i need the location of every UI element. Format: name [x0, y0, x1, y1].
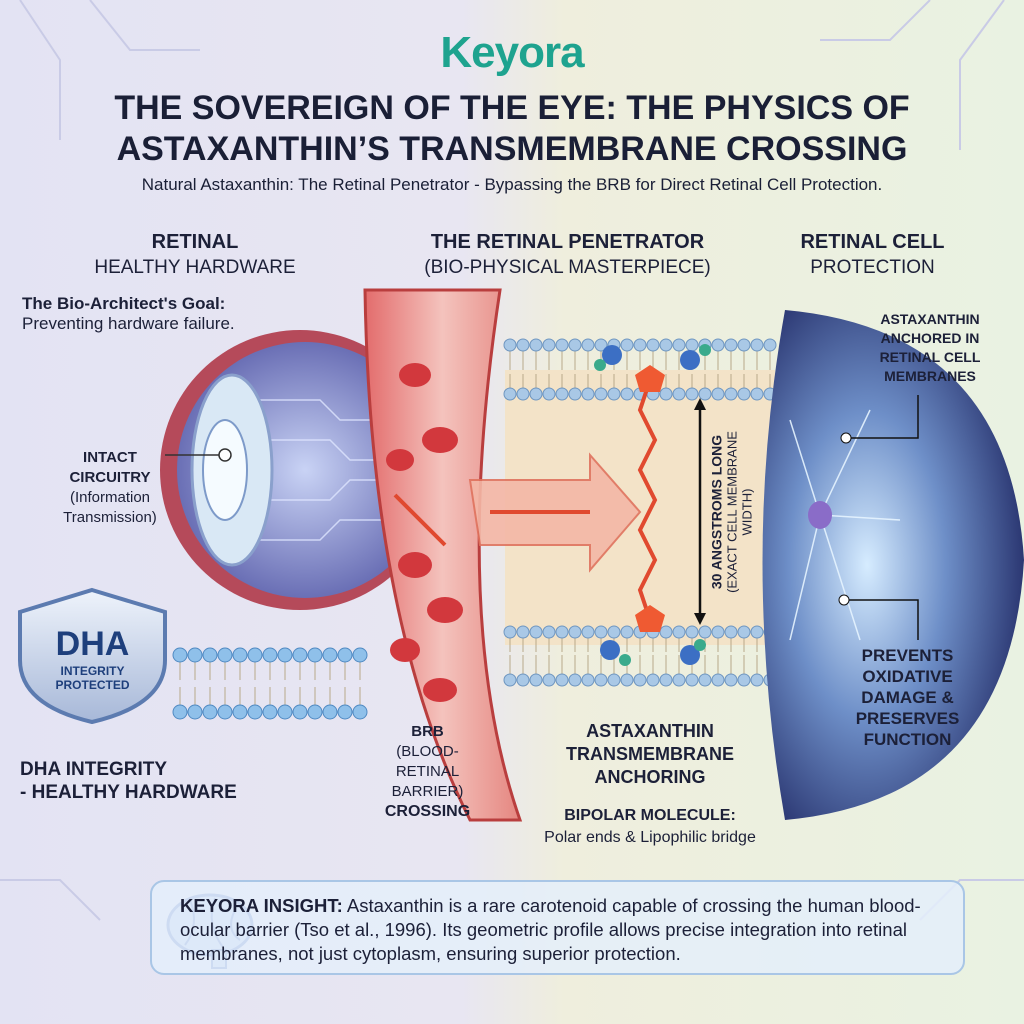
insight-label: KEYORA INSIGHT:	[180, 895, 343, 916]
keyora-logo: Keyora	[440, 28, 584, 77]
red-blood-cells	[386, 363, 463, 702]
dha-membrane-bilayer	[172, 647, 368, 720]
anchoring-label: ASTAXANTHIN TRANSMEMBRANE ANCHORING	[540, 720, 760, 789]
circuitry-title: INTACT CIRCUITRY	[69, 449, 151, 486]
prevents-line1: PREVENTS	[861, 646, 954, 665]
blood-vessel	[363, 288, 523, 822]
prevents-line5: FUNCTION	[863, 730, 952, 749]
bipolar-label: BIPOLAR MOLECULE: Polar ends & Lipophilic…	[520, 805, 780, 849]
brb-crossing: CROSSING	[384, 803, 471, 820]
dha-label-line1: DHA INTEGRITY	[20, 759, 168, 780]
insight-text: KEYORA INSIGHT: Astaxanthin is a rare ca…	[180, 894, 950, 966]
shield-dha: DHA	[55, 625, 130, 663]
brb-text2: BARRIER)	[391, 783, 464, 800]
anchored-line3: RETINAL CELL	[879, 349, 981, 365]
astaxanthin-molecule	[637, 379, 658, 621]
anchored-label: ASTAXANTHIN ANCHORED IN RETINAL CELL MEMBRA…	[860, 310, 1000, 386]
prevents-label: PREVENTS OXIDATIVE DAMAGE & PRESERVES FUNCTI…	[840, 645, 975, 750]
retinal-cell	[762, 310, 1024, 820]
middle-heading: THE RETINAL PENETRATOR	[430, 231, 705, 253]
brb-title: BRB	[411, 723, 444, 740]
length-title: 30 ANGSTROMS LONG	[708, 434, 725, 590]
middle-column-heading: THE RETINAL PENETRATOR (BIO-PHYSICAL MAST…	[400, 230, 735, 280]
title-line-2: ASTAXANTHIN’S TRANSMEMBRANE CROSSING	[116, 130, 908, 168]
right-heading: RETINAL CELL	[800, 231, 945, 253]
dha-label: DHA INTEGRITY- HEALTHY HARDWARE	[20, 758, 237, 804]
length-text1: (EXACT CELL MEMBRANE	[724, 431, 740, 593]
goal-text: Preventing hardware failure.	[22, 314, 235, 333]
left-subheading: HEALTHY HARDWARE	[94, 257, 296, 278]
page-title: THE SOVEREIGN OF THE EYE: THE PHYSICS OF…	[0, 88, 1024, 170]
anchor-line1: ASTAXANTHIN	[586, 721, 714, 741]
insight-body: Astaxanthin is a rare carotenoid capable…	[180, 895, 921, 964]
title-line-1: THE SOVEREIGN OF THE EYE: THE PHYSICS OF	[114, 89, 910, 127]
anchored-line1: ASTAXANTHIN	[880, 311, 980, 327]
anchored-line4: MEMBRANES	[884, 368, 976, 384]
dha-label-line2: - HEALTHY HARDWARE	[20, 782, 237, 803]
left-column-heading: RETINAL HEALTHY HARDWARE	[80, 230, 310, 280]
cell-nucleus	[808, 501, 832, 529]
dha-shield-icon	[18, 587, 167, 725]
left-heading: RETINAL	[151, 231, 239, 253]
anchored-line2: ANCHORED IN	[880, 330, 980, 346]
callout-lines	[848, 395, 919, 640]
prevents-line3: DAMAGE &	[861, 688, 954, 707]
shield-integrity: INTEGRITY	[60, 664, 125, 678]
anchor-line2: TRANSMEMBRANE	[566, 744, 734, 764]
prevents-line2: OXIDATIVE	[862, 667, 953, 686]
circuitry-text: (Information Transmission)	[63, 489, 157, 526]
middle-subheading: (BIO-PHYSICAL MASTERPIECE)	[424, 257, 711, 278]
cell-membrane-bilayer	[503, 338, 777, 687]
shield-protected: PROTECTED	[55, 678, 130, 692]
right-subheading: PROTECTION	[810, 257, 935, 278]
circuitry-label: INTACT CIRCUITRY(Information Transmissio…	[50, 448, 170, 528]
goal-title: The Bio-Architect's Goal:	[22, 294, 226, 313]
anchor-line3: ANCHORING	[594, 767, 706, 787]
keyora-insight-box: KEYORA INSIGHT: Astaxanthin is a rare ca…	[150, 880, 965, 975]
brb-label: BRB (BLOOD-RETINAL BARRIER) CROSSING	[370, 722, 485, 822]
circuit-lines-decoration	[0, 0, 1024, 921]
length-text2: WIDTH)	[739, 488, 755, 536]
prevents-line4: PRESERVES	[855, 709, 960, 728]
goal-block: The Bio-Architect's Goal:Preventing hard…	[22, 294, 282, 334]
right-column-heading: RETINAL CELL PROTECTION	[760, 230, 985, 280]
bipolar-title: BIPOLAR MOLECULE:	[564, 807, 736, 824]
page-subtitle: Natural Astaxanthin: The Retinal Penetra…	[141, 175, 883, 194]
brb-text1: (BLOOD-RETINAL	[395, 743, 460, 780]
bipolar-text: Polar ends & Lipophilic bridge	[544, 829, 756, 846]
